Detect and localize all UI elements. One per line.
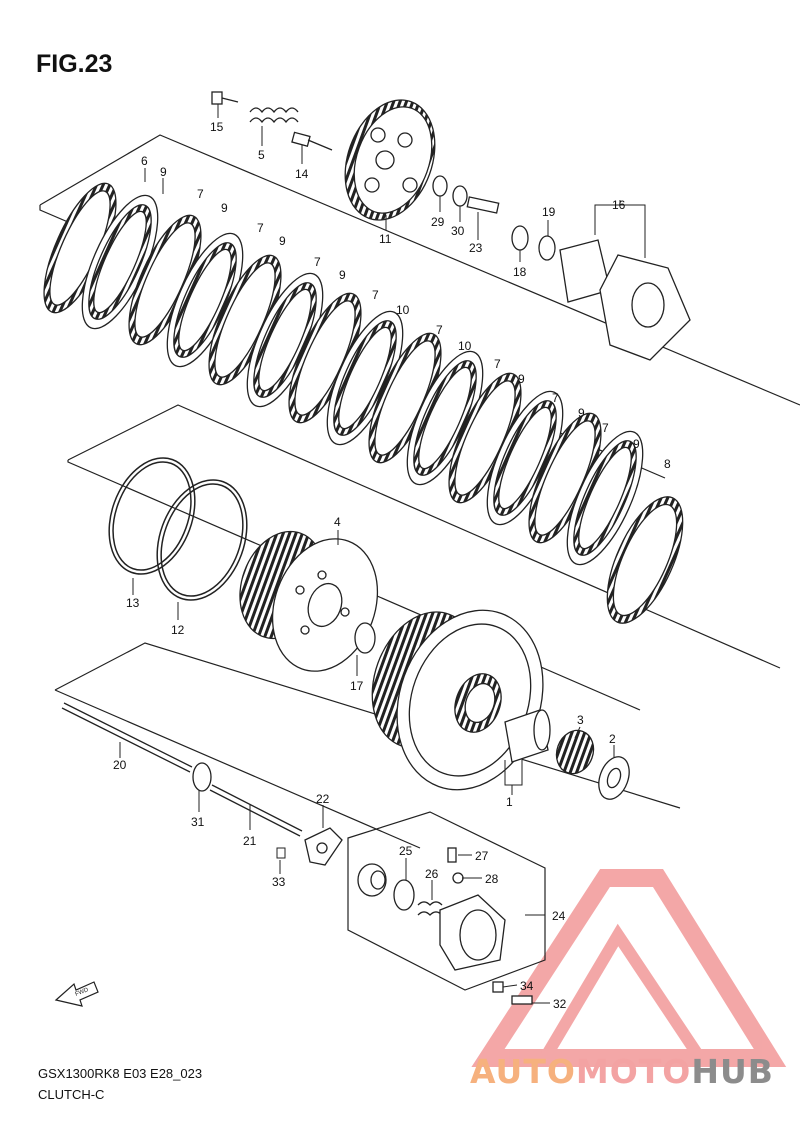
part-label-26: 26: [425, 867, 439, 881]
forward-arrow-icon: FWD: [54, 981, 99, 1007]
part-label-9: 9: [633, 437, 640, 451]
part-label-34: 34: [520, 979, 534, 993]
part-label-12: 12: [171, 623, 185, 637]
part-label-17: 17: [350, 679, 364, 693]
part-label-31: 31: [191, 815, 205, 829]
part-label-4: 4: [334, 515, 341, 529]
clutch-plate: [368, 332, 442, 464]
part-label-18: 18: [513, 265, 527, 279]
part-labels: 15 5 14 11 29 30 23 18 19 16 6 9 7 9 7 9…: [113, 120, 671, 1011]
watermark-part-1: AUTO: [470, 1052, 576, 1091]
assembly-frames: [39, 134, 800, 991]
part-label-7: 7: [494, 357, 501, 371]
pressure-plate: [344, 99, 436, 221]
cam-assembly: [559, 239, 691, 361]
part-label-20: 20: [113, 758, 127, 772]
spacer-washer: [598, 756, 630, 800]
part-label-13: 13: [126, 596, 140, 610]
part-label-7: 7: [372, 288, 379, 302]
slave-cylinder-frame: [347, 811, 546, 991]
clutch-plate: [326, 310, 404, 446]
slave-cylinder: [357, 847, 533, 1005]
watermark-part-3: HUB: [691, 1052, 774, 1091]
clutch-hub: [239, 530, 379, 672]
part-label-25: 25: [399, 844, 413, 858]
clutch-housing: [371, 609, 544, 791]
clutch-plate: [246, 272, 324, 408]
part-label-24: 24: [552, 909, 566, 923]
part-label-21: 21: [243, 834, 257, 848]
part-label-7: 7: [197, 187, 204, 201]
part-label-9: 9: [578, 406, 585, 420]
part-label-15: 15: [210, 120, 224, 134]
needle-bearing: [555, 729, 595, 775]
bolt: [211, 91, 333, 151]
fwd-label: FWD: [75, 987, 91, 998]
clutch-plate: [166, 232, 244, 368]
small-bolt: [276, 847, 286, 859]
clutch-plate: [448, 372, 522, 504]
part-label-9: 9: [221, 201, 228, 215]
part-label-29: 29: [431, 215, 445, 229]
clutch-plate: [606, 496, 684, 624]
part-label-32: 32: [553, 997, 567, 1011]
part-label-30: 30: [451, 224, 465, 238]
hub-frame: [67, 404, 781, 669]
part-label-9: 9: [279, 234, 286, 248]
part-label-19: 19: [542, 205, 556, 219]
part-label-7: 7: [436, 323, 443, 337]
part-label-7: 7: [602, 421, 609, 435]
thrust-washer: [354, 622, 376, 654]
figure-name: CLUTCH-C: [38, 1087, 105, 1102]
part-label-9: 9: [518, 372, 525, 386]
clutch-plate: [81, 194, 159, 330]
clutch-plate: [566, 430, 644, 566]
clutch-plate: [406, 350, 484, 486]
wire-ring: [108, 457, 248, 601]
part-label-14: 14: [295, 167, 309, 181]
figure-code: GSX1300RK8 E03 E28_023: [38, 1066, 203, 1081]
figure-title: FIG.23: [36, 50, 113, 78]
clutch-plates: [43, 182, 684, 624]
part-label-3: 3: [577, 713, 584, 727]
sleeve: [504, 709, 551, 763]
cover-plate: [304, 827, 343, 866]
push-rod: [61, 702, 303, 837]
part-label-7: 7: [257, 221, 264, 235]
part-label-27: 27: [475, 849, 489, 863]
part-label-10: 10: [396, 303, 410, 317]
part-label-33: 33: [272, 875, 286, 889]
plate-stack-frame: [39, 134, 800, 406]
part-label-11: 11: [379, 232, 392, 246]
part-label-28: 28: [485, 872, 499, 886]
part-label-22: 22: [316, 792, 330, 806]
part-label-2: 2: [609, 732, 616, 746]
part-label-7: 7: [314, 255, 321, 269]
part-label-5: 5: [258, 148, 265, 162]
part-label-1: 1: [506, 795, 513, 809]
part-label-16: 16: [612, 198, 626, 212]
part-label-8: 8: [664, 457, 671, 471]
part-label-9: 9: [339, 268, 346, 282]
leader-lines: [119, 104, 646, 1004]
release-frame: [54, 642, 681, 809]
clutch-spring: [249, 107, 299, 124]
part-label-23: 23: [469, 241, 483, 255]
part-label-9: 9: [160, 165, 167, 179]
part-label-10: 10: [458, 339, 472, 353]
part-label-7: 7: [552, 391, 559, 405]
part-label-6: 6: [141, 154, 148, 168]
watermark-part-2: MOTO: [575, 1052, 692, 1091]
triangle-logo-icon: [471, 869, 787, 1067]
watermark-text: AUTOMOTOHUB: [470, 1052, 774, 1091]
small-washers: [432, 175, 556, 261]
clutch-plate: [528, 412, 602, 544]
